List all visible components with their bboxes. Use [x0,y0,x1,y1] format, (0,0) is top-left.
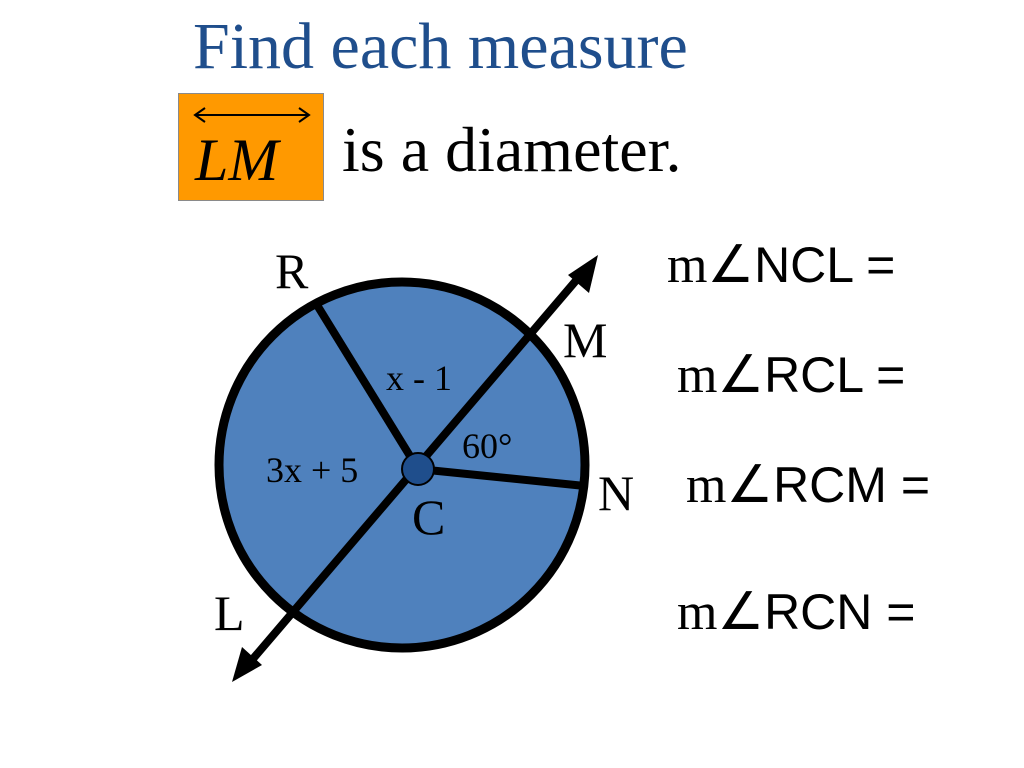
diameter-statement: is a diameter. [342,114,682,185]
point-label-n: N [598,465,634,521]
question-rcl: m∠RCL = [677,347,906,404]
point-label-r: R [275,243,309,299]
angle-label-rcl: 3x + 5 [266,450,358,490]
center-point [401,452,435,486]
point-label-l: L [214,585,245,641]
angle-label-mcn: 60° [462,426,512,466]
page-title: Find each measure [193,10,688,83]
question-ncl: m∠NCL = [667,237,896,294]
segment-label-box: LM [178,93,324,201]
radius-cn [417,465,586,490]
arrowhead-m [568,255,598,293]
point-label-m: M [563,312,607,368]
segment-name: LM [195,127,279,193]
point-label-c: C [412,489,445,545]
question-rcn: m∠RCN = [677,584,916,641]
arrowhead-l [232,647,262,682]
angle-label-rcm: x - 1 [386,358,452,398]
line-arrow-icon [193,107,311,123]
question-rcm: m∠RCM = [686,457,931,514]
radius-cr [313,302,422,472]
